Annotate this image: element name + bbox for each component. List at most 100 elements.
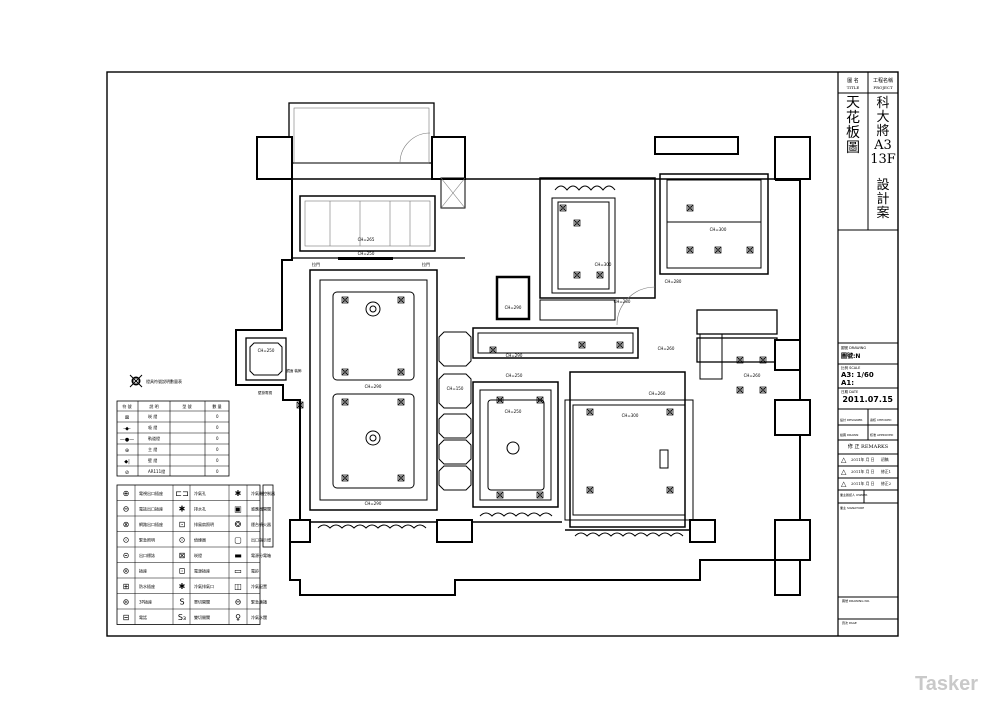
sliding-door-label: 拉門	[312, 261, 320, 267]
legend-name: 崁 燈	[148, 413, 157, 419]
ceiling-light-icon: -◆-	[123, 426, 131, 432]
recessed-light-icon	[496, 491, 504, 499]
legend-symbol-icon: ⊏⊐	[175, 489, 188, 498]
ceiling-height-label: CH=250	[505, 409, 522, 414]
plan-note: 壁掛電視	[258, 390, 272, 395]
approver-label: 核准 APPROVED	[870, 432, 894, 437]
legend-name: 主 燈	[148, 446, 157, 452]
legend-qty: 0	[216, 414, 219, 419]
revision-note: 初稿	[881, 457, 889, 462]
legend-symbol-icon: ▣	[234, 505, 242, 514]
project-char: 設	[876, 177, 889, 193]
legend-symbol-label: 排風扇照明	[194, 521, 214, 527]
legend-symbol-icon: ⊠	[179, 551, 186, 560]
recessed-light-icon	[736, 356, 744, 364]
page-footer: 頁次 PAGE	[842, 620, 857, 625]
legend-symbol-icon: ⊛	[123, 598, 130, 607]
ar111-light-icon: ⊘	[125, 470, 129, 476]
legend-symbol-icon: ⊡	[179, 520, 186, 529]
header-cell: 符 號	[122, 403, 131, 409]
title-block: 圖 名 TITLE 工程名稱 PROJECT 天 花 板 圖 科 大 將 A3 …	[837, 72, 898, 636]
legend-symbol-icon: ⊡	[179, 567, 186, 576]
legend-symbol-icon: ◫	[234, 582, 242, 591]
drawing-no-label: 圖號 DRAWING	[841, 345, 866, 350]
column	[256, 136, 293, 180]
drawing-title: 天 花 板 圖	[846, 95, 860, 156]
drawing-border	[106, 71, 899, 637]
owner-confirm: 業主確認人 OWNER	[840, 492, 868, 497]
recessed-light-icon	[578, 341, 586, 349]
recessed-lights	[296, 204, 767, 499]
ceiling-height-label: CH=260	[649, 391, 666, 396]
decorative-octagon-panels	[438, 331, 472, 491]
recessed-light-icon	[666, 486, 674, 494]
column	[774, 136, 811, 180]
legend-symbol-icon: ⊗	[123, 520, 130, 529]
legend-symbol-icon: ✱	[179, 582, 186, 591]
ceiling-height-label: CH=250	[358, 251, 375, 256]
legend-name: 軌道燈	[148, 435, 160, 441]
legend-name: 壁 燈	[148, 457, 157, 463]
main-light-icon: ⊕	[125, 448, 129, 454]
legend-header-row: 符 號 說 明 型 號 數 量	[122, 403, 221, 409]
legend-symbol-label: 冷氣配置	[251, 583, 267, 589]
recessed-light-icon	[536, 396, 544, 404]
date-label: 日期 DATE	[841, 389, 858, 394]
project-char: 計	[876, 191, 889, 207]
project-name: 科 大 將 A3 13F 設 計 案	[870, 96, 896, 221]
track-light-icon: —●—	[120, 437, 134, 443]
plan-note: 鏡面 裝飾	[286, 368, 302, 373]
recessed-light-icon	[341, 368, 349, 376]
header-cell: 型 號	[182, 403, 191, 409]
drafter-label: 繪圖 DRAWN	[840, 432, 858, 437]
recessed-light-icon	[397, 296, 405, 304]
legend-symbol-label: 偵煙器	[194, 537, 206, 543]
legend-symbol-icon: ⊙	[123, 536, 130, 545]
revision-triangle-icon: △	[841, 480, 847, 488]
column	[431, 136, 466, 180]
legend-symbol-label: 電話	[139, 614, 147, 620]
wall-light-icon: ◆|	[124, 459, 130, 465]
project-header-en: PROJECT	[873, 85, 893, 90]
legend-qty: 0	[216, 447, 219, 452]
watermark-logo: Tasker	[914, 673, 978, 695]
recessed-light-icon	[586, 486, 594, 494]
legend-name: AR111燈	[148, 468, 165, 474]
revision-triangle-icon: △	[841, 456, 847, 464]
legend-symbol-icon: S	[179, 598, 184, 607]
ceiling-height-label: CH=260	[658, 346, 675, 351]
legend-caption: 燈具符號說明數量表	[146, 378, 182, 384]
recessed-light-icon	[536, 491, 544, 499]
lighting-legend: 燈具符號說明數量表 符 號 說 明 型 號 數 量 ⊠ -◆- —●— ⊕ ◆|…	[116, 374, 230, 477]
project-char: 13F	[870, 152, 896, 167]
recessed-light-icon	[666, 408, 674, 416]
ceiling-height-label: CH=300	[595, 262, 612, 267]
legend-symbol-icon: ⊕	[123, 489, 130, 498]
recessed-light-icon	[341, 398, 349, 406]
sliding-door-track	[338, 257, 393, 260]
project-char: 案	[876, 206, 889, 221]
legend-symbol-label: 單切開關	[194, 599, 210, 605]
title-char: 花	[846, 110, 860, 126]
ceiling-height-label: CH=290	[506, 353, 523, 358]
recessed-light-icon	[616, 341, 624, 349]
scale-a3: A3: 1/60	[841, 371, 874, 379]
legend-symbol-icon: ♀	[235, 613, 241, 622]
recessed-light-icon	[129, 374, 143, 388]
recessed-light-icon	[397, 368, 405, 376]
recessed-light-icon	[489, 346, 497, 354]
revision-triangle-icon: △	[841, 468, 847, 476]
scale-label: 比例 SCALE	[841, 365, 860, 370]
main-light-icon	[506, 441, 520, 455]
ceiling-height-label: CH=265	[358, 237, 375, 242]
ceiling-height-label: CH=250	[506, 373, 523, 378]
title-char: 天	[846, 95, 860, 111]
recessed-light-icon	[296, 401, 304, 409]
drawing-no: 圖號:N	[841, 352, 860, 360]
legend-symbol-label: 冷氣排氣口	[194, 583, 214, 589]
ceiling-height-label: CH=260	[744, 373, 761, 378]
recessed-light-icon	[686, 246, 694, 254]
legend-symbol-icon: ▭	[234, 567, 242, 576]
legend-symbol-label: 排水孔	[194, 506, 206, 512]
legend-symbol-label: 緊急照明	[139, 537, 155, 543]
